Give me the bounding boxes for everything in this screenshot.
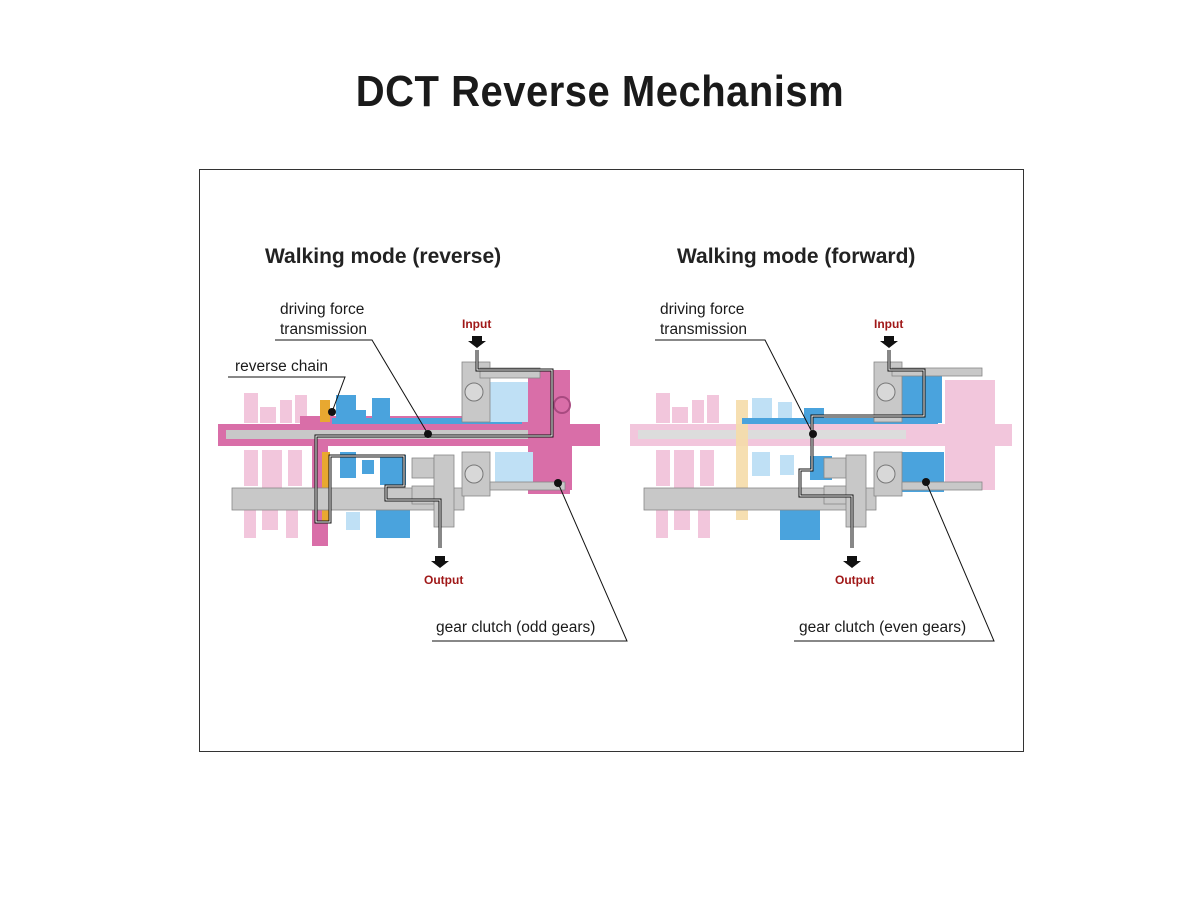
reverse-chain-top xyxy=(320,400,330,422)
leader-gear-clutch-even xyxy=(794,481,995,642)
leader-reverse-chain xyxy=(228,376,346,413)
reverse-chain-bottom xyxy=(322,452,330,522)
panel-title-reverse: Walking mode (reverse) xyxy=(265,245,502,268)
label-input-forward: Input xyxy=(874,317,904,331)
page-title: DCT Reverse Mechanism xyxy=(355,68,845,116)
label-driving-force-line1-forward: driving force xyxy=(660,301,745,318)
output-arrow-reverse xyxy=(431,556,449,568)
label-driving-force-line2-reverse: transmission xyxy=(280,321,367,338)
forward-transmission-diagram xyxy=(630,336,1012,642)
faded-gears-left-reverse xyxy=(244,393,307,538)
label-gear-clutch-even: gear clutch (even gears) xyxy=(799,619,967,636)
label-driving-force-line2-forward: transmission xyxy=(660,321,747,338)
label-gear-clutch-odd: gear clutch (odd gears) xyxy=(436,619,596,636)
label-driving-force-line1-reverse: driving force xyxy=(280,301,365,318)
output-arrow-forward xyxy=(843,556,861,568)
label-reverse-chain: reverse chain xyxy=(235,358,329,375)
leader-driving-force-forward xyxy=(655,339,814,435)
active-gears-blue-reverse xyxy=(332,395,522,538)
label-input-reverse: Input xyxy=(462,317,492,331)
panel-title-forward: Walking mode (forward) xyxy=(677,245,916,268)
leader-driving-force-reverse xyxy=(275,339,429,435)
active-gears-blue-forward xyxy=(742,375,944,540)
input-arrow-forward xyxy=(880,336,898,348)
label-output-reverse: Output xyxy=(424,573,464,587)
label-output-forward: Output xyxy=(835,573,875,587)
reverse-transmission-diagram xyxy=(218,336,628,642)
diagram-frame xyxy=(199,169,1024,752)
input-arrow-reverse xyxy=(468,336,486,348)
leader-gear-clutch-odd xyxy=(432,482,628,642)
inner-shaft-forward xyxy=(638,430,906,439)
